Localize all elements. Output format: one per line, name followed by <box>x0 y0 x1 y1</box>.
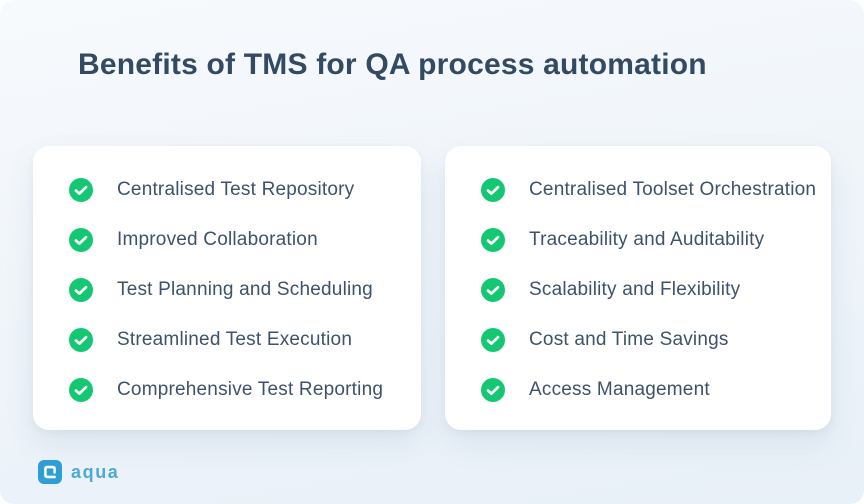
list-item: Test Planning and Scheduling <box>69 265 411 315</box>
list-item-label: Centralised Toolset Orchestration <box>529 179 817 200</box>
check-circle-icon <box>69 378 93 402</box>
list-item-label: Access Management <box>529 379 710 400</box>
list-item-label: Traceability and Auditability <box>529 229 765 250</box>
list-item: Improved Collaboration <box>69 215 411 265</box>
list-item: Centralised Toolset Orchestration <box>481 165 821 215</box>
check-circle-icon <box>481 328 505 352</box>
list-item: Traceability and Auditability <box>481 215 821 265</box>
aqua-logo: aqua <box>38 460 119 484</box>
check-circle-icon <box>69 228 93 252</box>
list-item: Access Management <box>481 365 821 415</box>
list-item-label: Comprehensive Test Reporting <box>117 379 384 400</box>
list-item-label: Scalability and Flexibility <box>529 279 741 300</box>
check-circle-icon <box>481 228 505 252</box>
page-title: Benefits of TMS for QA process automatio… <box>78 48 707 81</box>
list-item-label: Improved Collaboration <box>117 229 318 250</box>
list-item-label: Centralised Test Repository <box>117 179 355 200</box>
list-item: Comprehensive Test Reporting <box>69 365 411 415</box>
check-circle-icon <box>69 278 93 302</box>
list-item-label: Test Planning and Scheduling <box>117 279 373 300</box>
check-circle-icon <box>69 178 93 202</box>
list-item: Scalability and Flexibility <box>481 265 821 315</box>
check-circle-icon <box>69 328 93 352</box>
check-circle-icon <box>481 378 505 402</box>
list-item-label: Cost and Time Savings <box>529 329 729 350</box>
check-circle-icon <box>481 278 505 302</box>
check-circle-icon <box>481 178 505 202</box>
list-item-label: Streamlined Test Execution <box>117 329 353 350</box>
list-item: Streamlined Test Execution <box>69 315 411 365</box>
list-item: Centralised Test Repository <box>69 165 411 215</box>
aqua-logo-icon <box>38 460 62 484</box>
aqua-logo-text: aqua <box>71 461 120 482</box>
list-item: Cost and Time Savings <box>481 315 821 365</box>
